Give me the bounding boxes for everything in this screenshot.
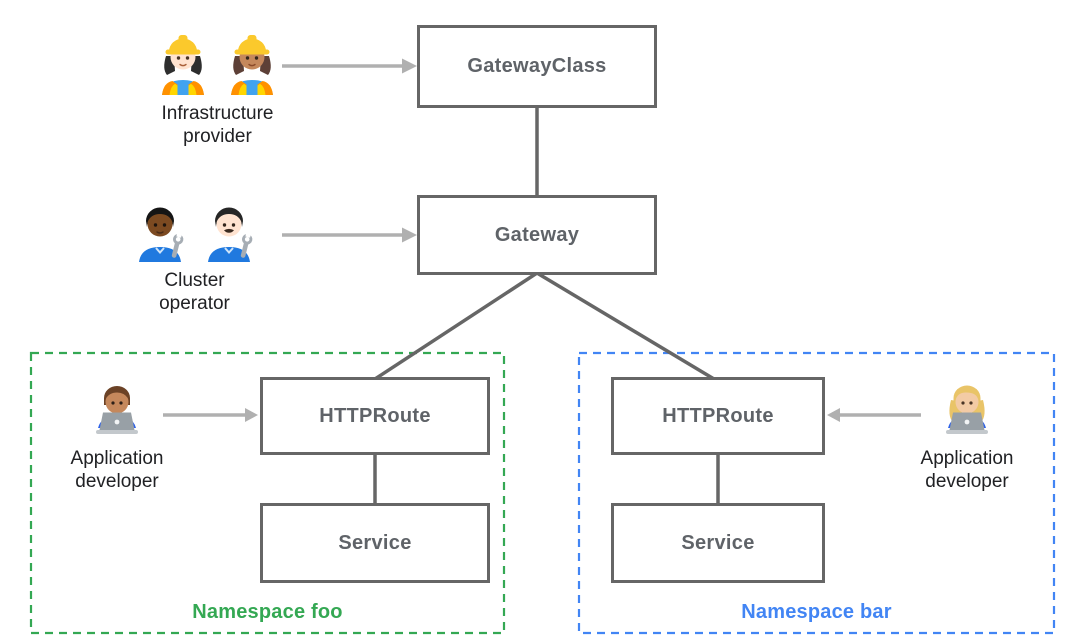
mechanic-dark-icon [139,207,184,262]
service-bar-box: Service [611,503,825,583]
app-developer-foo-icons [85,376,149,440]
app-developer-bar-label: Application developer [920,448,1014,492]
laptop-logo-icon [114,419,120,425]
persona-app-developer-foo: Application developer [37,376,197,493]
app-developer-bar-icons [935,376,999,440]
gateway-box: Gateway [417,195,657,275]
namespace-foo-label: Namespace foo [192,601,343,623]
service-foo-label: Service [338,531,412,554]
service-foo-box: Service [260,503,490,583]
woman-technologist-blonde-icon [946,385,988,434]
man-technologist-medium-icon [96,386,138,434]
arrowhead-devbar-httproute [827,408,840,422]
gateway-label: Gateway [494,223,580,246]
httproute-bar-label: HTTPRoute [662,404,774,427]
arrowhead-devfoo-httproute [245,408,258,422]
cluster-operator-icons [130,194,259,262]
gatewayclass-box: GatewayClass [417,25,657,108]
woman-construction-worker-medium-icon [231,35,273,95]
infrastructure-provider-label: Infrastructure provider [161,103,274,147]
connector-gateway-httproute-foo [374,271,538,381]
persona-cluster-operator: Cluster operator [97,194,292,315]
httproute-foo-box: HTTPRoute [260,377,490,455]
connector-gateway-httproute-bar [536,271,715,381]
persona-infrastructure-provider: Infrastructure provider [120,27,315,148]
httproute-bar-box: HTTPRoute [611,377,825,455]
service-bar-label: Service [681,531,755,554]
arrowhead-infra-gatewayclass [402,58,417,74]
persona-app-developer-bar: Application developer [887,376,1047,493]
laptop-logo-icon [964,419,970,425]
wrench-icon [171,232,184,258]
man-mechanic-light-icon [208,207,253,262]
namespace-bar-label: Namespace bar [741,601,892,623]
woman-construction-worker-light-icon [162,35,204,95]
gatewayclass-label: GatewayClass [467,55,607,77]
cluster-operator-label: Cluster operator [159,270,230,314]
infrastructure-provider-icons [153,27,282,95]
httproute-foo-label: HTTPRoute [319,404,431,427]
arrowhead-cluster-gateway [402,227,417,243]
app-developer-foo-label: Application developer [70,448,164,492]
wrench-icon [240,232,253,258]
